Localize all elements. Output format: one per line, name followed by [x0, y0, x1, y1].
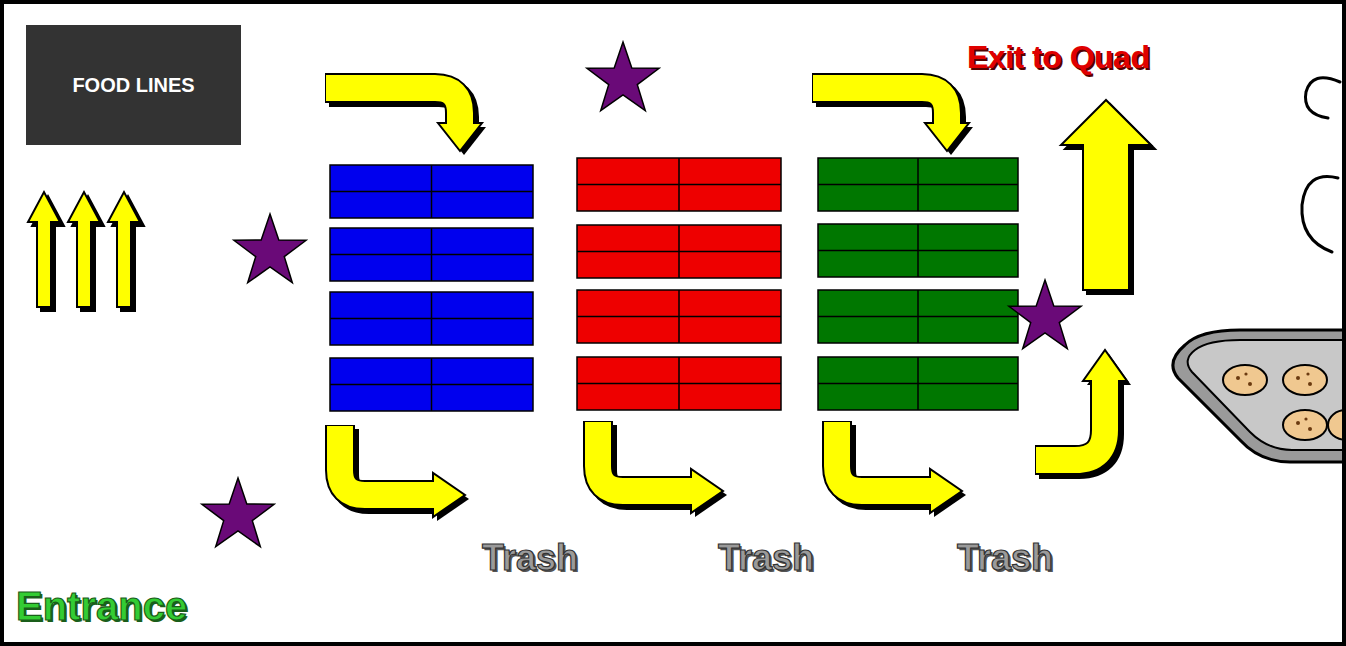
lunch-table	[577, 158, 781, 211]
trash-label: Trash	[957, 538, 1053, 578]
lunch-table	[818, 224, 1018, 277]
entrance-label: Entrance	[16, 584, 187, 628]
lunch-table	[330, 292, 533, 345]
trash-arrow	[340, 421, 966, 521]
handwriting-stroke	[1302, 78, 1340, 252]
table-group	[330, 158, 1018, 411]
lunch-table	[330, 228, 533, 281]
exit-label: Exit to Quad	[967, 40, 1149, 75]
lunch-table	[330, 165, 533, 218]
lunch-table	[330, 358, 533, 411]
trash-label: Trash	[718, 538, 814, 578]
trash-label: Trash	[482, 538, 578, 578]
lunch-table	[818, 158, 1018, 211]
lunch-table	[818, 290, 1018, 343]
node-title: FOOD LINES	[72, 74, 194, 97]
lunch-table	[818, 357, 1018, 410]
cookie-tray	[1173, 330, 1346, 462]
food-lines-box: FOOD LINES	[26, 25, 241, 145]
lunch-table	[577, 357, 781, 410]
exit-arrow	[1035, 100, 1155, 464]
star-marker	[202, 42, 1081, 547]
up-arrow	[28, 192, 144, 311]
flow-arrow	[325, 88, 973, 155]
lunch-table	[577, 225, 781, 278]
lunch-table	[577, 290, 781, 343]
